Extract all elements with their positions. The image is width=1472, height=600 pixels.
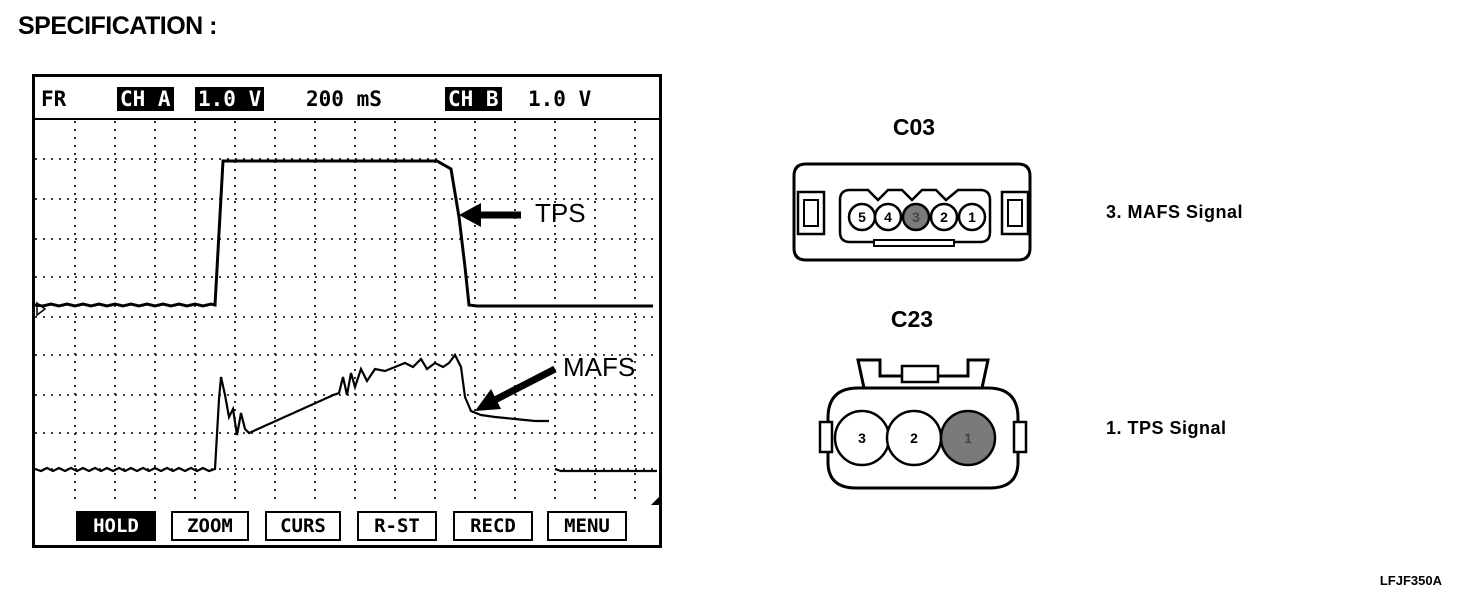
pin-1-highlighted [939,409,997,467]
pin-1 [957,202,987,232]
connector-c23-diagram: 3 2 1 [818,358,1028,490]
pin-label: 3 [858,430,866,446]
tps-arrow-icon [459,203,521,227]
curs-button[interactable]: CURS [265,511,341,541]
tps-label: TPS [535,198,586,228]
pin-2 [929,202,959,232]
c23-pins: 3 2 1 [833,409,997,467]
trigger-marker-icon [36,301,47,317]
pin-label: 3 [912,209,920,225]
page-title: SPECIFICATION : [18,12,217,40]
c23-signal-label: 1. TPS Signal [1106,418,1227,438]
c03-right-latch [1000,190,1030,236]
pin-label: 1 [964,430,972,446]
pin-label: 1 [968,209,976,225]
corner-marker-icon [651,497,659,505]
oscilloscope-display: TPS MAFS FR CH A 1.0 V 200 mS CH B 1.0 V… [32,74,662,548]
r-st-button[interactable]: R-ST [357,511,437,541]
pin-3-highlighted [901,202,931,232]
pin-label: 2 [940,209,948,225]
channel-a-label: CH A [117,87,174,111]
mafs-arrow-icon [475,365,557,411]
c03-signal-label: 3. MAFS Signal [1106,202,1244,222]
mode-indicator: FR [41,87,67,111]
c03-left-latch [796,190,826,236]
scope-grid [35,121,659,503]
figure-code: LFJF350A [1379,573,1442,588]
scope-button-bar: HOLD ZOOM CURS R-ST RECD MENU [35,505,659,545]
connector-c03-diagram: 5 4 3 2 1 [792,162,1032,262]
scope-waveform-area: TPS MAFS [35,118,659,505]
mafs-label: MAFS [563,352,635,382]
pin-label: 5 [858,209,866,225]
channel-a-scale: 1.0 V [195,87,265,111]
recd-button[interactable]: RECD [453,511,533,541]
pin-label: 2 [910,430,918,446]
zoom-button[interactable]: ZOOM [171,511,249,541]
tps-waveform [35,159,653,308]
connector-c23-title: C23 [890,306,934,332]
timebase: 200 mS [306,87,382,111]
pin-label: 4 [884,209,892,225]
channel-b-scale: 1.0 V [528,87,592,111]
mafs-waveform-tail [554,467,657,473]
pin-4 [873,202,903,232]
channel-b-label: CH B [445,87,502,111]
scope-header: FR CH A 1.0 V 200 mS CH B 1.0 V [35,77,659,119]
c03-pins: 5 4 3 2 1 [847,202,987,232]
hold-button[interactable]: HOLD [76,511,156,541]
connector-c03-title: C03 [892,114,936,140]
mafs-waveform [35,352,549,473]
menu-button[interactable]: MENU [547,511,627,541]
